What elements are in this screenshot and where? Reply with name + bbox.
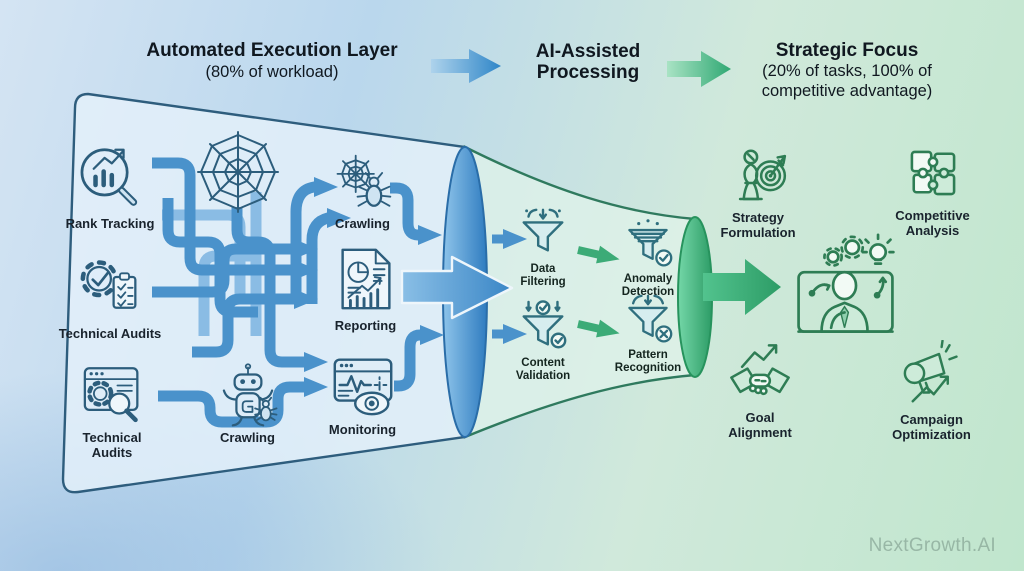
node-pattern-recognition: Pattern Recognition bbox=[608, 294, 688, 375]
node-monitoring: Monitoring bbox=[315, 348, 410, 438]
main-flow-arrow bbox=[400, 255, 514, 320]
header-automation: Automated Execution Layer (80% of worklo… bbox=[117, 40, 427, 83]
node-label: Technical Audits bbox=[82, 430, 142, 460]
strategic-title: Strategic Focus bbox=[775, 40, 919, 61]
node-crawling-web: Crawling bbox=[315, 152, 410, 232]
node-label: Goal Alignment bbox=[728, 410, 792, 440]
funnel-check-icon bbox=[522, 300, 567, 349]
funnel-pattern-icon bbox=[628, 294, 673, 343]
chess-target-icon bbox=[738, 149, 787, 201]
spider-web-bug-icon bbox=[336, 154, 391, 207]
puzzle-icon bbox=[910, 150, 955, 196]
node-label: Reporting bbox=[334, 318, 397, 333]
thinking-person-icon bbox=[796, 233, 895, 333]
node-technical-audits: Technical Audits bbox=[40, 248, 180, 342]
automation-title: Automated Execution Layer bbox=[146, 40, 398, 61]
node-content-validation: Content Validation bbox=[505, 300, 581, 383]
pipes-into-ellipse bbox=[390, 182, 444, 392]
site-audit-icon bbox=[83, 367, 139, 423]
node-label: Monitoring bbox=[328, 422, 397, 437]
pipe-tangle bbox=[152, 157, 351, 428]
node-strategy-formulation: Strategy Formulation bbox=[708, 140, 808, 241]
node-label: Data Filtering bbox=[520, 263, 566, 289]
node-label: Anomaly Detection bbox=[621, 273, 675, 299]
monitoring-screen-icon bbox=[333, 358, 392, 416]
node-label: Crawling bbox=[335, 216, 390, 231]
funnel-anomaly-icon bbox=[628, 219, 673, 267]
header-ai-processing: AI-Assisted Processing bbox=[518, 41, 658, 84]
node-competitive-analysis: Competitive Analysis bbox=[880, 140, 985, 239]
node-strategist-person bbox=[788, 232, 902, 345]
funnel-filter-icon bbox=[522, 208, 564, 252]
node-label: Technical Audits bbox=[58, 326, 162, 341]
node-data-filtering: Data Filtering bbox=[505, 206, 581, 289]
spider-web-icon bbox=[197, 131, 279, 213]
node-crawling-robot: Crawling bbox=[200, 362, 295, 446]
rank-tracking-icon bbox=[80, 148, 138, 206]
ai-title-line1: AI-Assisted bbox=[535, 41, 641, 62]
node-label: Competitive Analysis bbox=[895, 208, 970, 238]
megaphone-growth-icon bbox=[903, 340, 958, 403]
node-technical-audits-2: Technical Audits bbox=[62, 352, 162, 461]
node-label: Pattern Recognition bbox=[614, 349, 682, 375]
node-reporting: Reporting bbox=[318, 242, 413, 334]
node-goal-alignment: Goal Alignment bbox=[710, 340, 810, 441]
output-arrow bbox=[703, 259, 781, 315]
node-label: Content Validation bbox=[515, 357, 571, 383]
report-document-icon bbox=[340, 248, 391, 310]
header-strategic: Strategic Focus (20% of tasks, 100% of c… bbox=[714, 40, 980, 101]
strategic-subtitle-line1: (20% of tasks, 100% of bbox=[762, 62, 932, 81]
handshake-icon bbox=[730, 344, 790, 396]
node-anomaly-detection: Anomaly Detection bbox=[608, 218, 688, 299]
node-label: Strategy Formulation bbox=[720, 210, 796, 240]
gear-checklist-icon bbox=[80, 260, 137, 309]
ai-title-line2: Processing bbox=[536, 62, 640, 84]
header-arrow-blue bbox=[431, 49, 501, 83]
watermark: NextGrowth.AI bbox=[868, 535, 996, 556]
processing-arrows bbox=[577, 245, 620, 338]
robot-bug-icon bbox=[222, 363, 277, 427]
header-arrow-green bbox=[667, 51, 731, 87]
pipes-out-of-ellipse bbox=[492, 229, 527, 344]
node-label: Rank Tracking bbox=[65, 216, 155, 231]
strategic-subtitle-line2: competitive advantage) bbox=[761, 81, 933, 100]
node-label: Crawling bbox=[220, 430, 275, 445]
node-label: Campaign Optimization bbox=[892, 412, 971, 442]
node-rank-tracking: Rank Tracking bbox=[40, 138, 180, 232]
node-spider-web bbox=[194, 128, 282, 216]
node-campaign-optimization: Campaign Optimization bbox=[874, 340, 989, 443]
automation-subtitle: (80% of workload) bbox=[205, 63, 339, 82]
